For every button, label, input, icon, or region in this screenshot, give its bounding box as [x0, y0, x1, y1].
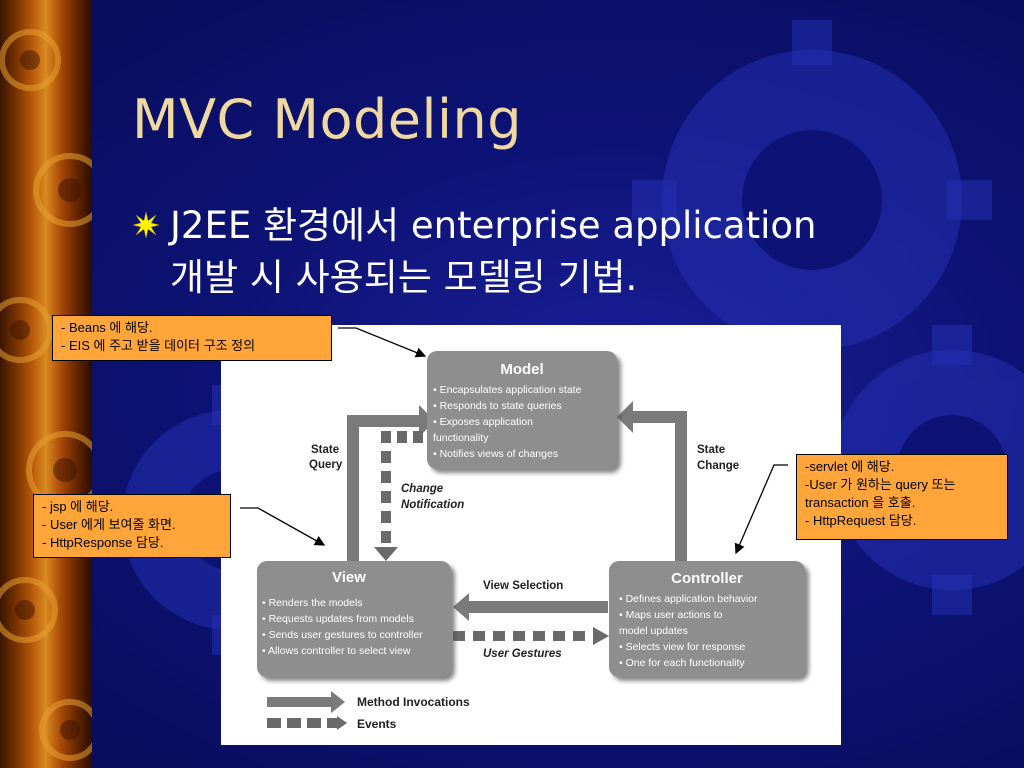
state-query-label: Query — [309, 459, 343, 471]
view-title: View — [332, 569, 366, 586]
decorative-gear-stripe — [0, 0, 92, 768]
state-change-arrow — [617, 401, 687, 565]
controller-item: • One for each functionality — [619, 657, 745, 669]
model-item: functionality — [433, 432, 489, 444]
view-item: • Requests updates from models — [262, 613, 414, 625]
svg-text:• Defines application behavior: • Defines application behavior • Maps us… — [619, 593, 760, 669]
legend-method-arrow — [267, 691, 345, 713]
model-item: • Notifies views of changes — [433, 448, 558, 460]
change-notification-label: Notification — [401, 499, 464, 511]
note-view-pointer — [240, 507, 326, 546]
note-model: - Beans 에 해당. - EIS 에 주고 받을 데이터 구조 정의 — [52, 315, 332, 361]
note-controller-pointer — [734, 464, 788, 555]
slide-title: MVC Modeling — [132, 88, 523, 151]
view-box: View • Renders the models • Requests upd… — [257, 561, 451, 677]
note-view: - jsp 에 해당. - User 에게 보여줄 화면. - HttpResp… — [33, 494, 231, 558]
mvc-diagram: Model • Encapsulates application state •… — [221, 325, 841, 745]
legend-method-label: Method Invocations — [357, 695, 470, 709]
model-box: Model • Encapsulates application state •… — [427, 351, 617, 469]
legend: Method Invocations Events — [267, 691, 470, 731]
svg-text:State Query: State Query — [309, 444, 343, 471]
view-item: • Allows controller to select view — [262, 645, 411, 657]
state-change-label: Change — [697, 460, 739, 472]
model-item: • Exposes application — [433, 416, 533, 428]
model-title: Model — [500, 361, 543, 378]
model-item: • Encapsulates application state — [433, 384, 582, 396]
note-model-pointer — [338, 327, 427, 358]
view-item: • Sends user gestures to controller — [262, 629, 423, 641]
controller-item: • Selects view for response — [619, 641, 745, 653]
state-query-label: State — [311, 444, 339, 456]
controller-title: Controller — [671, 570, 743, 587]
controller-item: • Maps user actions to — [619, 609, 723, 621]
svg-text:Change Notification: Change Notification — [401, 483, 464, 511]
controller-item: model updates — [619, 625, 688, 637]
user-gestures-label: User Gestures — [483, 648, 562, 660]
svg-text:State Change: State Change — [697, 444, 739, 472]
controller-box: Controller • Defines application behavio… — [609, 561, 805, 677]
bullet-text: J2EE 환경에서 enterprise application 개발 시 사용… — [170, 204, 817, 299]
user-gestures-events — [453, 627, 609, 645]
state-change-label: State — [697, 444, 725, 456]
controller-item: • Defines application behavior — [619, 593, 758, 605]
gear-pattern-icon — [0, 29, 92, 761]
change-notification-label: Change — [401, 483, 444, 495]
svg-text:• Encapsulates application sta: • Encapsulates application state • Respo… — [433, 384, 584, 460]
state-query-arrow — [347, 405, 435, 565]
view-selection-arrow — [453, 593, 608, 621]
view-item: • Renders the models — [262, 597, 363, 609]
view-selection-label: View Selection — [483, 580, 563, 592]
note-controller: -servlet 에 해당. -User 가 원하는 query 또는 tran… — [796, 454, 1008, 540]
legend-events-label: Events — [357, 717, 397, 731]
svg-text:• Renders the models •: • Renders the models • Requests updates … — [262, 597, 426, 657]
model-item: • Responds to state queries — [433, 400, 562, 412]
legend-events-arrow — [267, 716, 347, 730]
change-notification-events — [374, 431, 423, 561]
starburst-bullet-icon — [133, 212, 159, 238]
